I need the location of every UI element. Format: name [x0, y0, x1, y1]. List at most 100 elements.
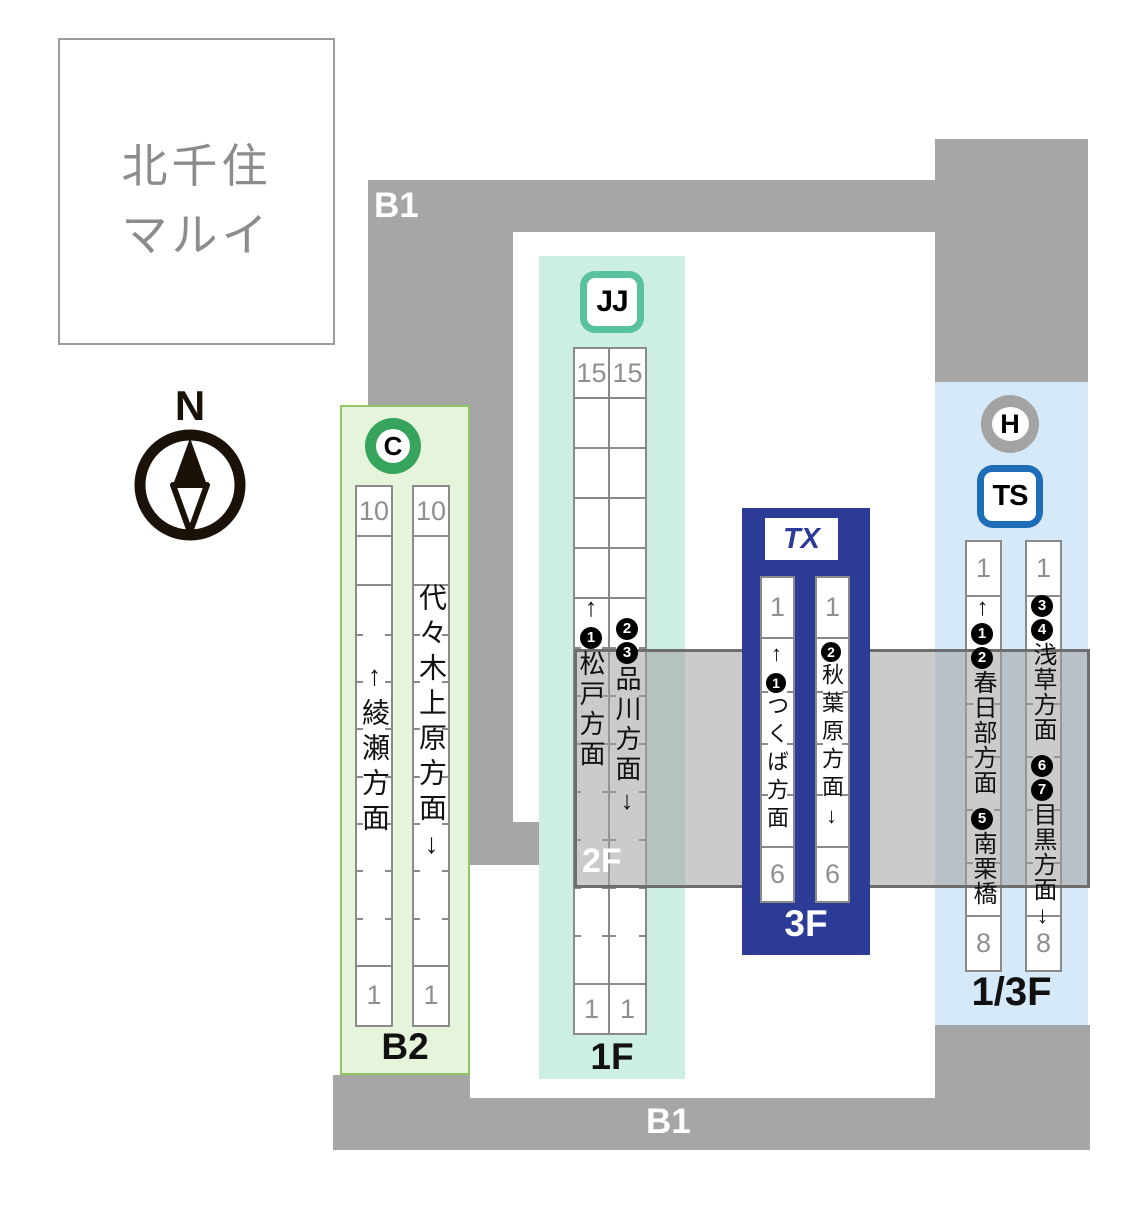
- platform-cell: [357, 584, 391, 633]
- platform-cell: [762, 742, 793, 795]
- platform-number-top: 1: [769, 592, 786, 622]
- direction-chiyoda-yoyogiuehara: 代々木上原方面↓: [416, 583, 447, 866]
- b1-label-top: B1: [374, 186, 419, 225]
- floor-label-1f: 1F: [590, 1036, 634, 1077]
- platform-cell: [575, 497, 608, 547]
- direction-text: つくば方面: [764, 694, 789, 834]
- direction-tx-tsukuba: ↑1つくば方面: [764, 641, 789, 834]
- chiyoda-line-badge: C: [365, 418, 421, 474]
- platform-number-bottom: 8: [1027, 915, 1060, 970]
- platform-cell: [610, 597, 645, 647]
- platform-cell: [967, 595, 1000, 650]
- direction-joban-matsudo: ↑1松戸方面: [576, 592, 606, 770]
- platform-number-bottom: 8: [967, 915, 1000, 970]
- platform-cell: [575, 547, 608, 597]
- platform-number-bottom: 1: [357, 964, 391, 1025]
- platform-cell: [357, 870, 391, 918]
- floor-label-1-3f: 1/3F: [971, 970, 1052, 1014]
- compass-icon: N: [120, 372, 260, 567]
- chiyoda-line-letter: C: [376, 429, 410, 463]
- platform-cell: [414, 535, 448, 584]
- platform-number-bottom: 1: [575, 983, 608, 1033]
- platform-number-top: 1: [1035, 553, 1052, 583]
- platform-cell: [575, 397, 608, 447]
- compass-n-label: N: [175, 382, 205, 429]
- direction-text: 代々木上原方面: [416, 583, 447, 828]
- platform-cell: [610, 935, 645, 983]
- platform-cell: [414, 917, 448, 965]
- platform-cell: [357, 728, 391, 776]
- tobu-line-badge: TS: [977, 465, 1043, 528]
- joban-line-badge: JJ: [580, 271, 644, 333]
- platform-cell: [414, 584, 448, 633]
- track-number-badge: 7: [1031, 779, 1053, 801]
- direction-text: 綾瀬方面: [359, 698, 390, 838]
- direction-tx-akihabara: 2秋葉原方面↓: [819, 641, 844, 834]
- up-arrow-icon: ↑: [576, 592, 606, 626]
- platform-cell: [575, 887, 608, 935]
- platform-cell: [817, 794, 848, 846]
- track-number-badge: 2: [616, 618, 638, 640]
- track-number-badge: 2: [971, 647, 993, 669]
- platform-number-bottom: 6: [817, 846, 848, 901]
- track-number-badge: 2: [821, 642, 841, 662]
- platform-cell: [762, 637, 793, 691]
- direction-text: 春日部方面: [969, 670, 996, 795]
- track-number-badge: 1: [766, 673, 786, 693]
- up-arrow-icon: ↑: [359, 660, 390, 698]
- marui-building-box: 北千住 マルイ: [58, 38, 335, 345]
- platform-cell: [610, 447, 645, 497]
- platform-cell: [414, 633, 448, 681]
- track-number-badge: 3: [616, 642, 638, 664]
- spacer: [1040, 742, 1044, 754]
- up-arrow-icon: ↑: [764, 641, 789, 672]
- direction-chiyoda-ayase: ↑綾瀬方面: [359, 660, 390, 838]
- direction-joban-shinagawa: 23品川方面↓: [612, 617, 642, 819]
- tobu-line-letter: TS: [984, 472, 1036, 521]
- hibiya-line-badge: H: [981, 395, 1039, 453]
- platform-number-top: 15: [612, 357, 643, 388]
- platform-cell: [414, 680, 448, 729]
- direction-tobu-kasukabe: ↑12春日部方面5南栗橋: [969, 594, 996, 906]
- track-number-badge: 1: [580, 627, 602, 649]
- down-arrow-icon: ↓: [1029, 902, 1056, 930]
- hibiya-line-letter: H: [991, 407, 1029, 441]
- direction-text: 浅草方面: [1029, 642, 1056, 742]
- structure-left-block: [368, 232, 513, 407]
- track-number-badge: 5: [971, 808, 993, 830]
- platform-cell: [357, 822, 391, 871]
- b1-label-bottom: B1: [646, 1102, 691, 1141]
- joban-line-letter: JJ: [587, 278, 637, 326]
- platform-cell: [414, 870, 448, 918]
- structure-b1-bottom-band: [333, 1098, 1090, 1150]
- platform-number-top: 1: [975, 553, 992, 583]
- platform-cell: [610, 887, 645, 935]
- direction-text: 松戸方面: [576, 650, 606, 770]
- platform-number-bottom: 6: [762, 846, 793, 901]
- floor-label-b2: B2: [381, 1026, 429, 1067]
- direction-text: 目黒方面: [1029, 802, 1056, 902]
- concourse-2f-label: 2F: [582, 842, 622, 880]
- up-arrow-icon: ↑: [969, 594, 996, 622]
- platform-cell: [575, 447, 608, 497]
- platform-cell: [357, 917, 391, 965]
- direction-text: 南栗橋: [969, 831, 996, 906]
- platform-cell: [414, 728, 448, 776]
- floor-label-3f: 3F: [784, 903, 828, 944]
- structure-right-column-top: [935, 139, 1088, 382]
- track-number-badge: 3: [1031, 595, 1053, 617]
- direction-text: 秋葉原方面: [819, 663, 844, 803]
- platform-number-bottom: 1: [414, 964, 448, 1025]
- platform-number-top: 15: [576, 357, 607, 388]
- platform-cell: [610, 497, 645, 547]
- platform-number-bottom: 1: [610, 983, 645, 1033]
- platform-cell: [817, 690, 848, 743]
- platform-cell: [817, 742, 848, 795]
- platform-cell: [357, 633, 391, 681]
- platform-number-top: 1: [824, 592, 841, 622]
- platform-cell: [762, 690, 793, 743]
